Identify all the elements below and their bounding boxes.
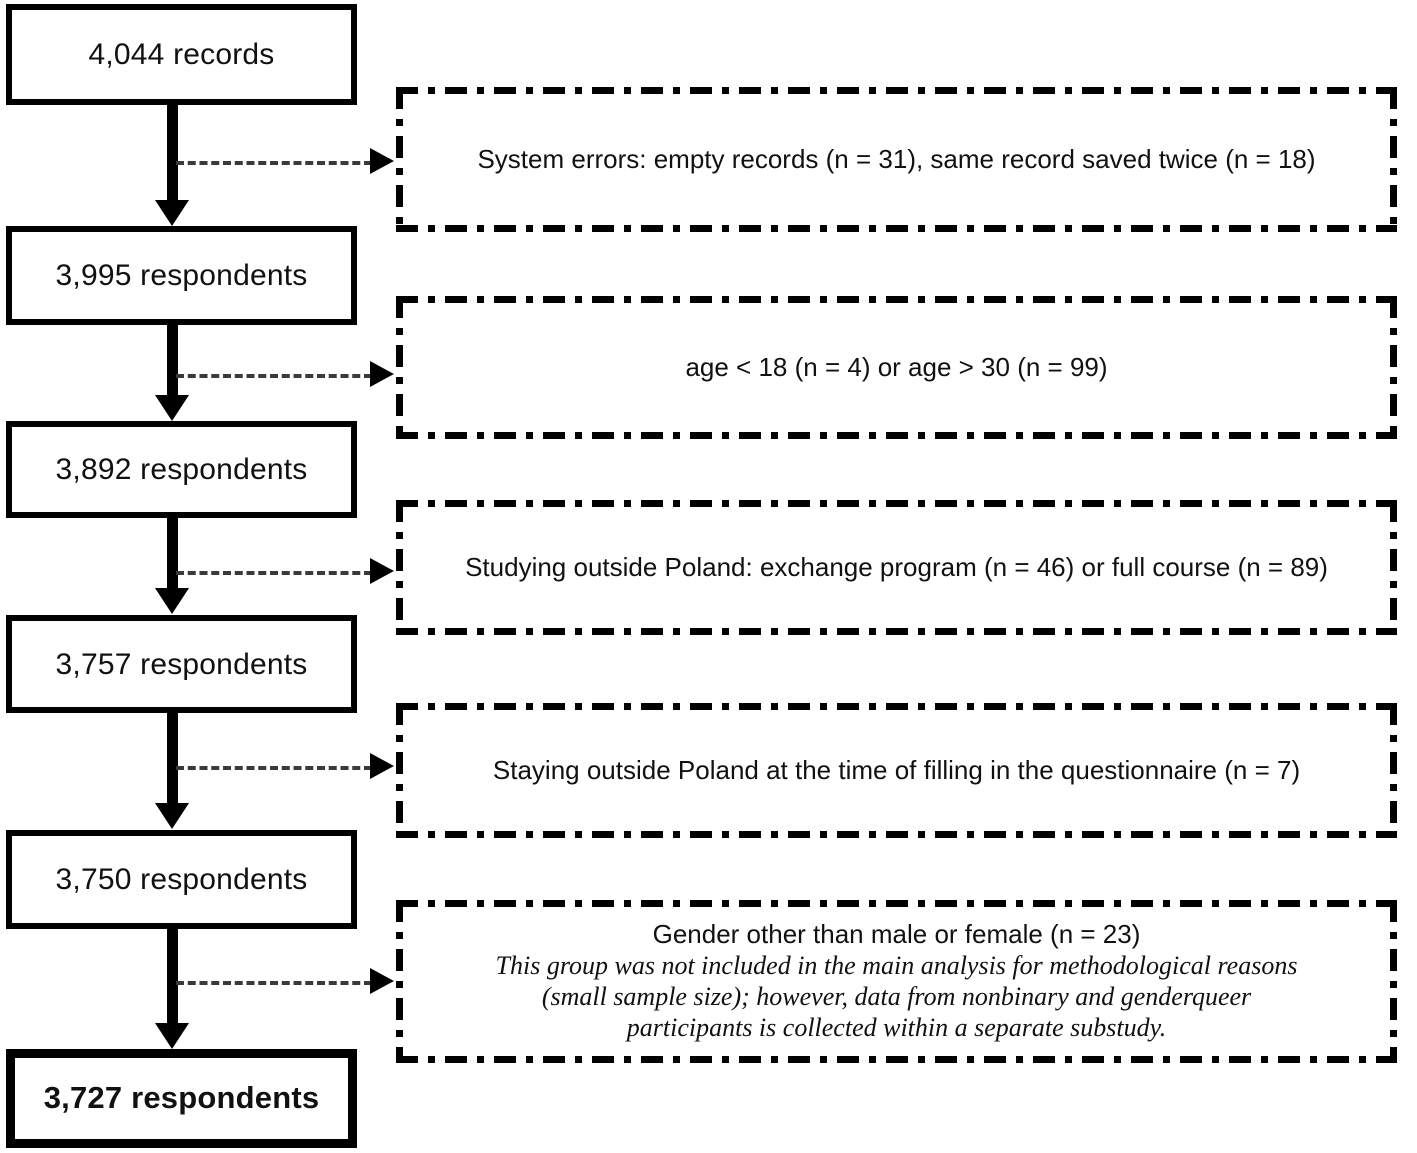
exclusion-note-line-1: This group was not included in the main … [495,950,1298,980]
stage-box-respondents-2: 3,892 respondents [6,421,357,518]
dash-dot-border-left [396,900,403,1063]
right-arrow-icon [370,558,394,584]
stage-label-final: 3,727 respondents [43,1080,320,1116]
right-arrow-icon [370,148,394,174]
right-arrow-icon [370,361,394,387]
right-arrow-icon [370,968,394,994]
exclusion-box-staying-outside-poland: Staying outside Poland at the time of fi… [396,703,1397,838]
dash-dot-border-top [396,87,1397,94]
dash-dot-border-bottom [396,1056,1397,1063]
stage-box-respondents-4: 3,750 respondents [6,830,357,929]
stage-box-respondents-3: 3,757 respondents [6,615,357,713]
exclusion-box-gender-other: Gender other than male or female (n = 23… [396,900,1397,1063]
down-arrow-icon [167,929,178,1023]
down-arrow-icon [155,588,189,614]
dash-dot-border-left [396,296,403,439]
exclusion-text: Gender other than male or female (n = 23… [495,918,1298,1043]
dash-dot-border-top [396,296,1397,303]
dashed-line [176,374,372,378]
down-arrow-icon [167,325,178,395]
stage-label: 3,750 respondents [55,863,308,896]
dash-dot-border-top [396,900,1397,907]
exclusion-text: System errors: empty records (n = 31), s… [477,143,1316,175]
stage-label: 4,044 records [88,38,275,71]
down-arrow-icon [155,395,189,421]
down-arrow-icon [167,713,178,803]
exclusion-text: Studying outside Poland: exchange progra… [465,551,1328,583]
exclusion-box-studying-outside-poland: Studying outside Poland: exchange progra… [396,500,1397,635]
dash-dot-border-top [396,500,1397,507]
down-arrow-icon [155,1023,189,1049]
stage-box-respondents-final: 3,727 respondents [6,1049,357,1148]
dash-dot-border-bottom [396,831,1397,838]
dashed-line [176,981,372,985]
stage-label: 3,892 respondents [55,453,308,486]
exclusion-note-line-2: (small sample size); however, data from … [541,981,1252,1011]
dash-dot-border-bottom [396,628,1397,635]
exclusion-box-age-range: age < 18 (n = 4) or age > 30 (n = 99) [396,296,1397,439]
dash-dot-border-bottom [396,225,1397,232]
dash-dot-border-right [1390,703,1397,838]
down-arrow-icon [155,803,189,829]
down-arrow-icon [167,105,178,200]
exclusion-box-system-errors: System errors: empty records (n = 31), s… [396,87,1397,232]
dash-dot-border-right [1390,296,1397,439]
exclusion-text: age < 18 (n = 4) or age > 30 (n = 99) [685,351,1108,383]
down-arrow-icon [155,200,189,226]
exclusion-headline: System errors: empty records (n = 31), s… [477,143,1316,174]
stage-label: 3,757 respondents [55,647,308,681]
dash-dot-border-right [1390,900,1397,1063]
exclusion-headline: Studying outside Poland: exchange progra… [465,551,1328,582]
dash-dot-border-left [396,703,403,838]
stage-box-respondents-1: 3,995 respondents [6,226,357,325]
dash-dot-border-top [396,703,1397,710]
down-arrow-icon [167,518,178,588]
dash-dot-border-left [396,87,403,232]
stage-box-records: 4,044 records [6,4,357,105]
exclusion-headline: Gender other than male or female (n = 23… [652,918,1141,949]
dash-dot-border-right [1390,500,1397,635]
dash-dot-border-right [1390,87,1397,232]
stage-label: 3,995 respondents [55,259,308,292]
dash-dot-border-bottom [396,432,1397,439]
exclusion-headline: Staying outside Poland at the time of fi… [492,754,1301,785]
exclusion-headline: age < 18 (n = 4) or age > 30 (n = 99) [685,351,1108,382]
exclusion-note-line-3: participants is collected within a separ… [626,1012,1167,1042]
dash-dot-border-left [396,500,403,635]
dashed-line [176,161,372,165]
dashed-line [176,571,372,575]
exclusion-text: Staying outside Poland at the time of fi… [492,754,1301,786]
right-arrow-icon [370,753,394,779]
dashed-line [176,766,372,770]
